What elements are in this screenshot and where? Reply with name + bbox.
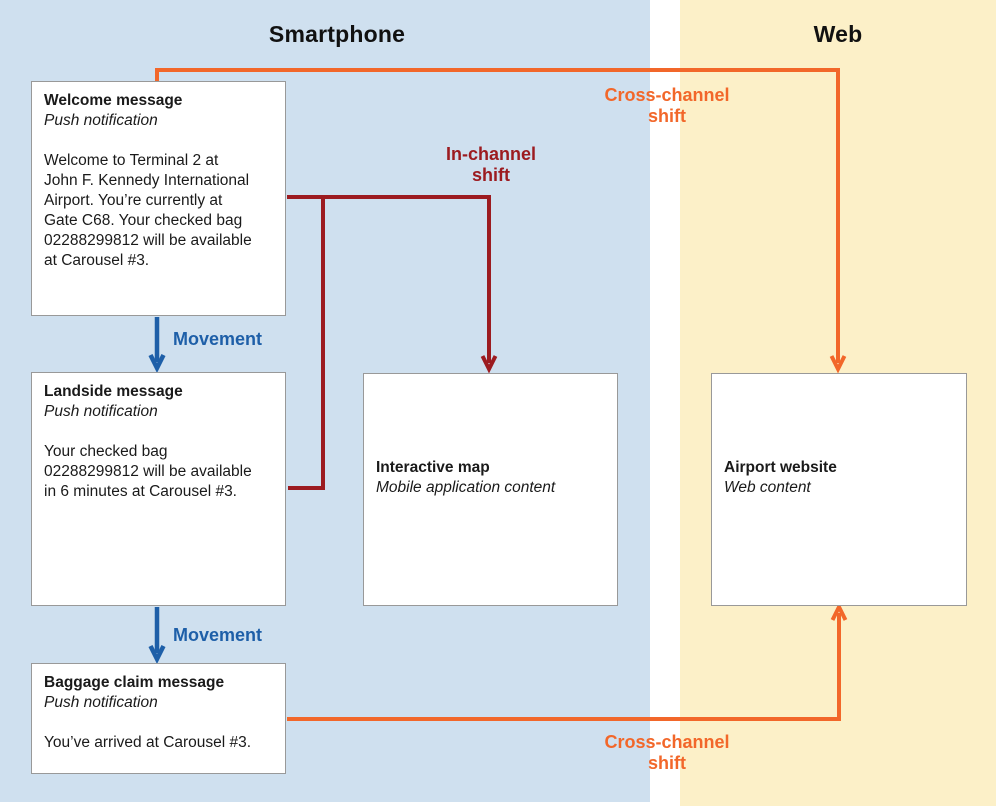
box-interactive-map: Interactive map Mobile application conte… (363, 373, 618, 606)
box-landside-subtitle: Push notification (44, 403, 158, 420)
box-map-title: Interactive map (376, 459, 490, 476)
box-welcome-subtitle: Push notification (44, 112, 158, 129)
box-landside-body: Your checked bag 02288299812 will be ava… (44, 443, 252, 500)
box-website-subtitle: Web content (724, 479, 811, 496)
box-welcome-message: Welcome message Push notification Welcom… (31, 81, 286, 316)
web-channel-header: Web (813, 21, 863, 47)
label-movement-1: Movement (173, 329, 263, 349)
label-cross-channel-shift-top: Cross-channel shift (604, 85, 730, 126)
box-website-title: Airport website (724, 459, 837, 476)
box-welcome-body: Welcome to Terminal 2 at John F. Kennedy… (44, 152, 252, 269)
box-baggage-body: You’ve arrived at Carousel #3. (44, 734, 252, 751)
label-in-channel-shift: In-channel shift (445, 144, 536, 185)
box-map-subtitle: Mobile application content (376, 479, 556, 496)
box-baggage-claim-message: Baggage claim message Push notification … (31, 663, 286, 774)
smartphone-channel-header: Smartphone (268, 21, 406, 47)
label-movement-2: Movement (173, 625, 263, 645)
box-landside-title: Landside message (44, 383, 183, 400)
box-baggage-subtitle: Push notification (44, 694, 158, 711)
box-welcome-title: Welcome message (44, 92, 183, 109)
label-cross-channel-shift-bottom: Cross-channel shift (604, 732, 730, 773)
box-landside-message: Landside message Push notification Your … (31, 372, 286, 606)
box-airport-website: Airport website Web content (711, 373, 967, 606)
box-baggage-title: Baggage claim message (44, 674, 225, 691)
